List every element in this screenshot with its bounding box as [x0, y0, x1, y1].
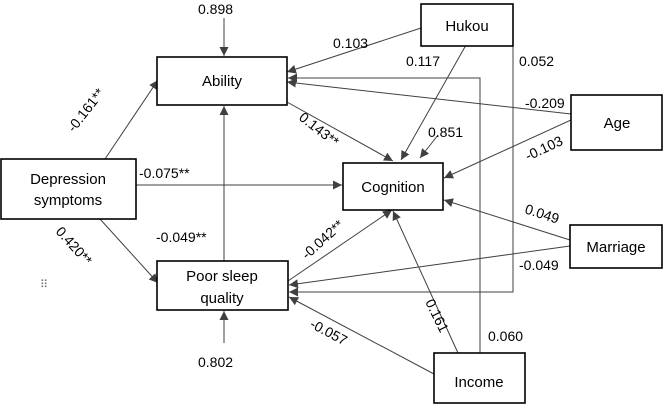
depression-ability-arrow: [104, 79, 159, 160]
marriage-sleep-label: -0.049: [519, 257, 559, 273]
marriage-cognition-label: 0.049: [523, 201, 561, 227]
depression-label-line1: Depression: [30, 171, 106, 188]
depression-cognition-label: -0.075**: [139, 165, 190, 181]
age-node: Age: [570, 94, 663, 151]
income-label: Income: [454, 374, 503, 391]
ability-cognition-arrow: [286, 101, 394, 162]
hukou-sleep-arrow: [289, 45, 514, 297]
hukou-ability-arrow: [286, 27, 422, 74]
income-cognition-label: 0.161: [422, 296, 452, 335]
income-ability-label: 0.052: [519, 53, 554, 69]
income-sleep-label: -0.057: [308, 316, 351, 349]
income-sleep-arrow: [288, 296, 435, 375]
age-cognition-arrow: [443, 119, 572, 179]
marriage-node: Marriage: [569, 224, 663, 269]
sleep-error-label: 0.802: [198, 354, 233, 370]
hukou-node: Hukou: [420, 3, 514, 47]
hukou-cognition-arrow: [400, 44, 467, 161]
depression-sleep-arrow: [99, 218, 159, 284]
income-cognition-arrow: [392, 210, 459, 354]
age-label: Age: [604, 115, 631, 132]
income-node: Income: [433, 352, 526, 404]
sleep-node: Poor sleep quality: [156, 260, 289, 311]
ability-label: Ability: [202, 73, 243, 90]
sleep-cognition-arrow: [287, 209, 393, 282]
marriage-sleep-arrow: [288, 245, 571, 289]
ability-node: Ability: [156, 56, 288, 106]
cognition-error-arrow: [419, 134, 439, 159]
marriage-cognition-arrow: [443, 198, 571, 241]
ability-error-label: 0.898: [198, 1, 233, 17]
connectors: [99, 18, 572, 375]
sleep-label-line2: quality: [200, 290, 244, 307]
hukou-sleep-label: 0.060: [488, 328, 523, 344]
depression-sleep-label: 0.420**: [53, 223, 96, 268]
hukou-ability-label: 0.103: [333, 35, 368, 51]
depression-ability-label: -0.161**: [64, 85, 108, 135]
marriage-label: Marriage: [586, 239, 645, 256]
cognition-node: Cognition: [342, 162, 444, 211]
sleep-ability-label: -0.049**: [156, 229, 207, 245]
depression-label-line2: symptoms: [34, 192, 102, 209]
age-cognition-label: -0.103: [523, 132, 566, 163]
sleep-label-line1: Poor sleep: [186, 268, 258, 285]
depression-node: Depression symptoms: [0, 158, 137, 220]
cognition-error-label: 0.851: [428, 124, 463, 140]
hukou-cognition-label: 0.117: [406, 53, 440, 69]
cognition-label: Cognition: [361, 179, 424, 196]
income-ability-arrow: [288, 73, 481, 353]
sleep-cognition-label: -0.042**: [298, 216, 347, 262]
age-ability-arrow: [286, 78, 572, 115]
drag-handle-icon[interactable]: ⠿: [40, 278, 49, 291]
hukou-label: Hukou: [445, 18, 488, 35]
age-ability-label: -0.209: [525, 95, 565, 111]
